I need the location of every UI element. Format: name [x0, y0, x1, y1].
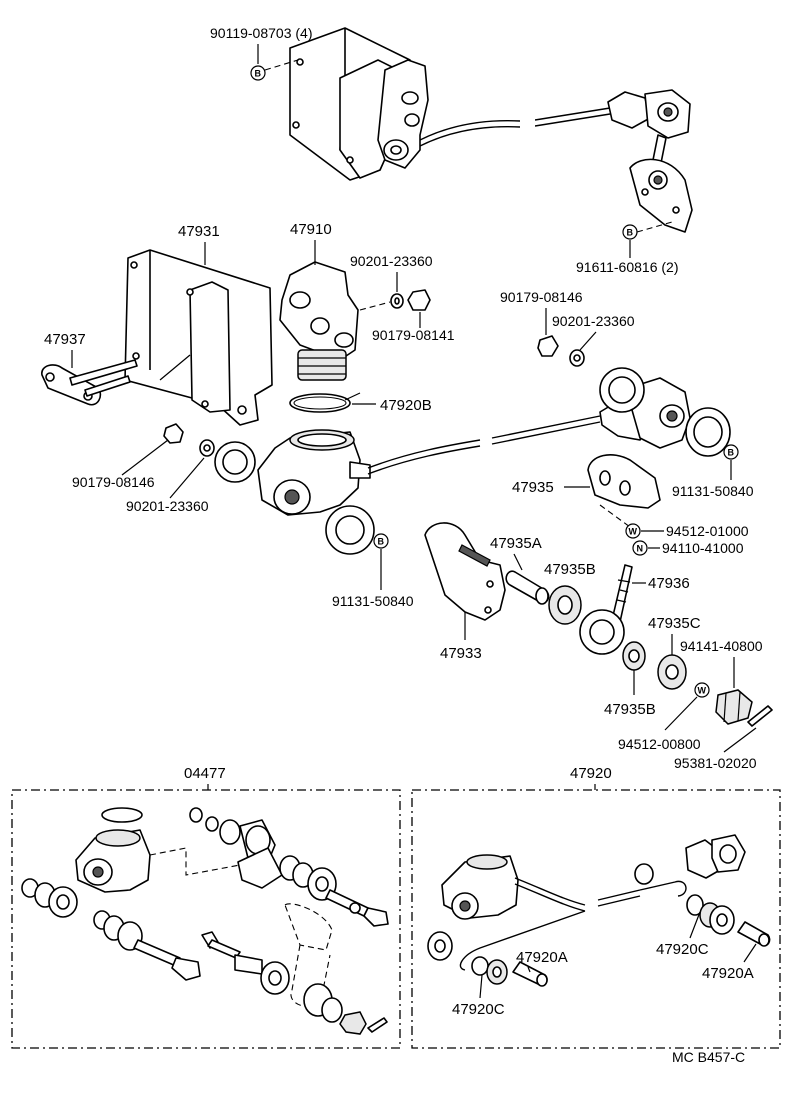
svg-text:B: B [627, 228, 634, 238]
label-nut-left: 90179-08146 [72, 474, 155, 490]
castle-nut [715, 689, 753, 725]
bushing-47935c [657, 654, 687, 690]
label-bolt-top: 90119-08703 (4) [210, 25, 312, 41]
washer-nut-pair [390, 289, 431, 311]
label-washer-b: 90201-23360 [552, 313, 635, 329]
label-sleeve: 47935A [490, 535, 542, 552]
label-bushing-c: 47935C [648, 615, 701, 632]
seal-right [685, 407, 731, 457]
cylinder-housing [257, 429, 371, 516]
badge-w2: W [694, 682, 710, 698]
badge-b-link: B [622, 224, 638, 240]
badge-b-top: B [250, 65, 266, 81]
label-kit-a-bottom: 47920A [516, 949, 568, 966]
label-link: 91611-60816 (2) [576, 259, 678, 275]
label-nut-n: 94110-41000 [662, 540, 744, 556]
kit-left-frame [11, 789, 401, 1049]
label-seal-right: 91131-50840 [672, 483, 754, 499]
bolt-assembly-47937 [41, 359, 138, 406]
label-washer-w1: 94512-01000 [666, 523, 749, 539]
bushing-47935b-upper [548, 585, 582, 625]
label-bushing-2: 47935B [604, 701, 656, 718]
svg-text:N: N [637, 544, 644, 554]
label-clip: 47920B [380, 397, 432, 414]
label-kit-a-right: 47920A [702, 965, 754, 982]
seal-lower [325, 505, 375, 555]
kit-right-frame [411, 789, 781, 1049]
valve-47910 [279, 261, 359, 381]
label-kit-c-bottom: 47920C [452, 1001, 505, 1018]
sleeve-47935a [505, 570, 550, 605]
kit-left-title: 04477 [184, 765, 226, 782]
label-bracket-small: 47935 [512, 479, 554, 496]
label-seal-lower: 91131-50840 [332, 593, 414, 609]
label-stud: 47936 [648, 575, 690, 592]
label-nut-a: 90179-08141 [372, 327, 455, 343]
label-kit-c-top: 47920C [656, 941, 709, 958]
nut-washer-right [537, 335, 585, 367]
clip-47920b [289, 392, 361, 413]
left-fasteners [163, 423, 256, 483]
badge-b-lower: B [373, 533, 389, 549]
cotter-pin [747, 705, 773, 727]
stud-47936 [579, 564, 633, 655]
bushing-47935b-lower [622, 641, 646, 671]
svg-text:B: B [728, 448, 735, 458]
label-bolt: 47937 [44, 331, 86, 348]
top-valve-assembly [289, 27, 693, 233]
label-washer-left: 90201-23360 [126, 498, 209, 514]
bracket-47931 [124, 249, 273, 426]
boot-right [599, 367, 691, 449]
label-bracket: 47931 [178, 223, 220, 240]
kit-right-parts [427, 834, 771, 987]
label-washer-w2: 94512-00800 [618, 736, 701, 752]
label-plate: 47933 [440, 645, 482, 662]
label-washer-a: 90201-23360 [350, 253, 433, 269]
svg-text:W: W [698, 686, 707, 696]
plate-47933 [424, 522, 506, 621]
kit-right-title: 47920 [570, 765, 612, 782]
kit-left-parts [21, 807, 389, 1035]
label-nut-b: 90179-08146 [500, 289, 583, 305]
badge-w1: W [625, 523, 641, 539]
label-castle-nut: 94141-40800 [680, 638, 763, 654]
svg-text:W: W [629, 527, 638, 537]
badge-n: N [632, 540, 648, 556]
svg-text:B: B [378, 537, 385, 547]
label-valve: 47910 [290, 221, 332, 238]
bracket-47935 [587, 454, 661, 509]
svg-text:B: B [255, 69, 262, 79]
label-bushing-1: 47935B [544, 561, 596, 578]
diagram-code: MC B457-C [672, 1049, 745, 1065]
label-pin: 95381-02020 [674, 755, 757, 771]
badge-b-right: B [723, 444, 739, 460]
